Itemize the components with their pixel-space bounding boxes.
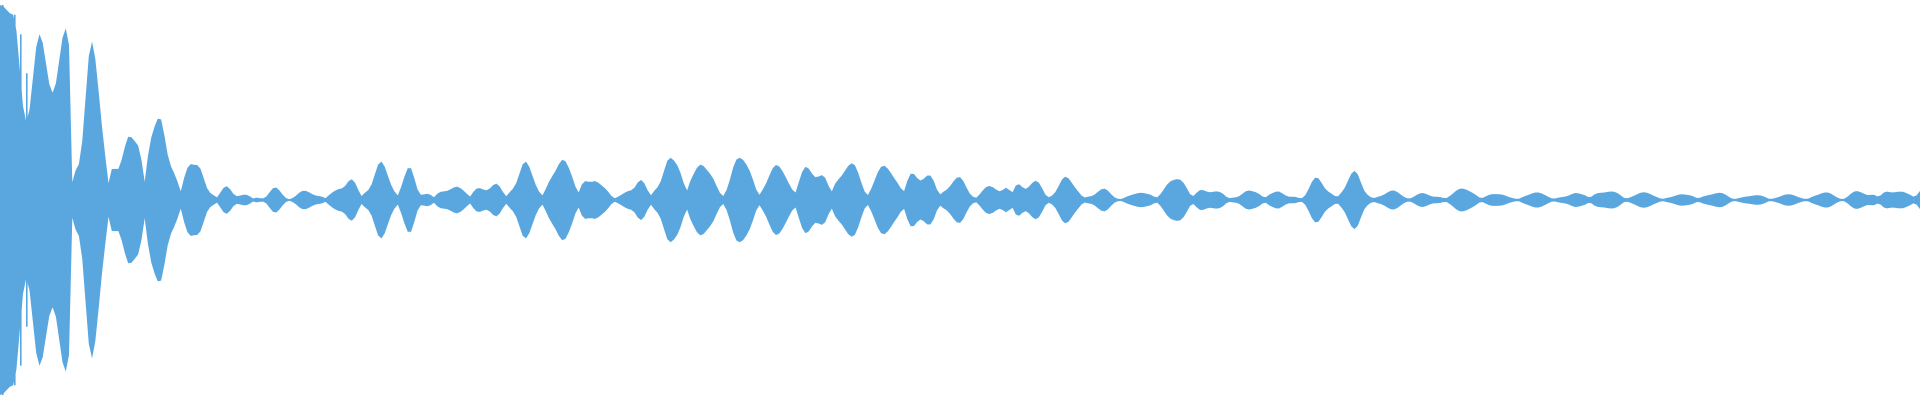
- waveform-shape: [0, 5, 1920, 395]
- waveform-baseline: [0, 199, 1920, 201]
